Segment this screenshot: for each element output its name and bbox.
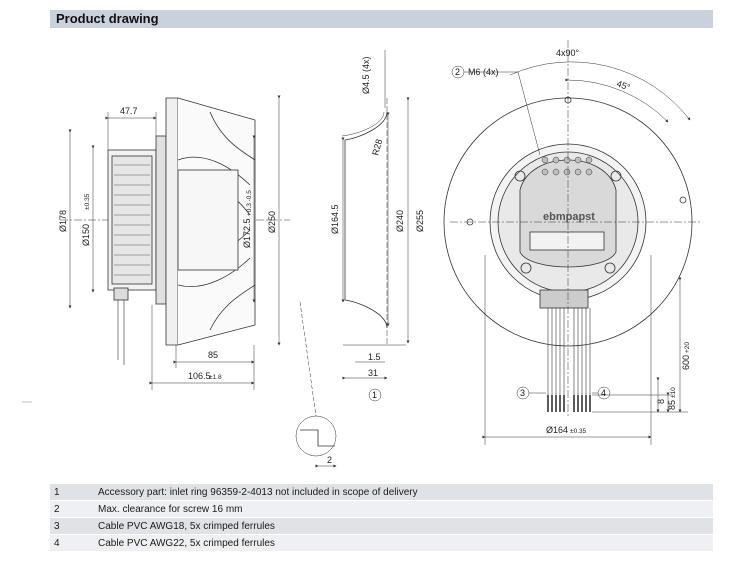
table-row: 2 Max. clearance for screw 16 mm <box>50 500 713 518</box>
side-view <box>60 97 290 365</box>
dim-dia-164-5: Ø164.5 <box>330 204 340 234</box>
dim-hole-4-5: Ø4.5 (4x) <box>361 56 371 94</box>
dim-dia-164: Ø164 <box>546 425 568 435</box>
tol-172: +0.3 -0.5 <box>246 190 253 216</box>
dim-r28: R28 <box>370 138 384 157</box>
dim-8: 8 <box>656 399 666 404</box>
tol-150: ±0.35 <box>84 193 91 210</box>
section-title: Product drawing <box>56 11 159 26</box>
dim-31: 31 <box>368 368 378 378</box>
dim-dia-255: Ø255 <box>415 210 425 232</box>
front-view-dimensions <box>450 40 700 445</box>
table-row: 4 Cable PVC AWG22, 5x crimped ferrules <box>50 534 713 552</box>
dim-85-cable: 85 <box>667 400 677 410</box>
callout-1: 1 <box>372 390 377 400</box>
note-number: 2 <box>50 500 94 518</box>
table-row: 1 Accessory part: inlet ring 96359-2-401… <box>50 484 713 501</box>
brand-logo: ebmpapst <box>543 211 595 223</box>
section-header: Product drawing <box>50 10 713 28</box>
note-text: Cable PVC AWG18, 5x crimped ferrules <box>94 517 713 535</box>
dim-dia-150: Ø150 <box>81 224 91 246</box>
callout-3: 3 <box>520 388 525 398</box>
note-number: 1 <box>50 484 94 501</box>
product-drawing: 47.7 Ø178 Ø150 ±0.35 Ø172.5 +0.3 -0.5 Ø2… <box>0 30 750 482</box>
note-text: Accessory part: inlet ring 96359-2-4013 … <box>94 484 713 501</box>
dim-600: 600 <box>681 355 691 370</box>
dim-dia-250: Ø250 <box>267 211 277 233</box>
dim-4x90: 4x90° <box>556 48 580 58</box>
note-text: Cable PVC AWG22, 5x crimped ferrules <box>94 534 713 552</box>
dim-2: 2 <box>327 455 332 465</box>
dim-dia-172: Ø172.5 <box>242 218 252 248</box>
inlet-ring-dimensions <box>341 50 410 402</box>
table-row: 3 Cable PVC AWG18, 5x crimped ferrules <box>50 517 713 535</box>
tol-85: ±10 <box>670 387 677 398</box>
dim-1-5: 1.5 <box>368 352 381 362</box>
dim-dia-178: Ø178 <box>58 210 68 232</box>
callout-4: 4 <box>601 388 606 398</box>
tol-600: +20 <box>684 342 691 353</box>
note-number: 3 <box>50 517 94 535</box>
dim-106-5: 106.5 <box>188 371 211 381</box>
dim-dia-240: Ø240 <box>395 210 405 232</box>
side-view-dimensions <box>68 95 337 468</box>
callout-2: 2 <box>455 67 460 77</box>
note-number: 4 <box>50 534 94 552</box>
dim-m6-thread: M6 (4x) <box>468 67 499 77</box>
note-text: Max. clearance for screw 16 mm <box>94 500 713 518</box>
dim-85: 85 <box>208 350 218 360</box>
notes-table: 1 Accessory part: inlet ring 96359-2-401… <box>50 484 713 552</box>
tol-164: ±0.35 <box>570 428 587 435</box>
dim-47-7: 47.7 <box>120 106 138 116</box>
drawing-canvas: 47.7 Ø178 Ø150 ±0.35 Ø172.5 +0.3 -0.5 Ø2… <box>22 40 700 468</box>
dim-45: 45° <box>615 78 632 92</box>
tol-106: ±1.8 <box>209 374 222 381</box>
